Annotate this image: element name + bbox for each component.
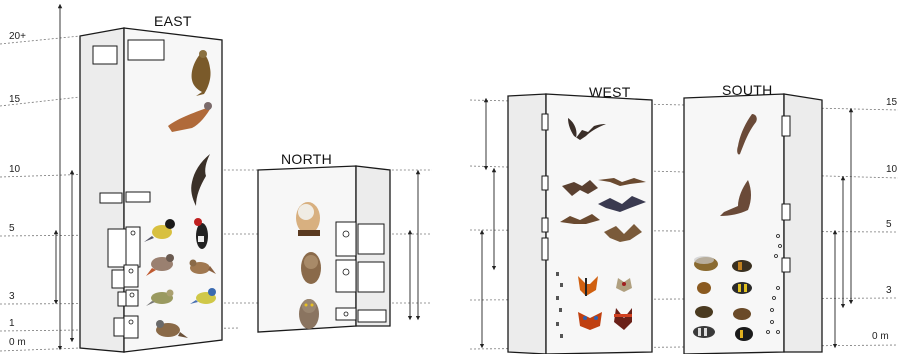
bat-slot <box>542 238 548 260</box>
level-label-15: 15 <box>9 94 20 105</box>
nest-box <box>118 292 126 306</box>
level-line-0 <box>0 348 80 351</box>
nest-box <box>112 270 124 288</box>
level-label-20: 20+ <box>9 31 26 42</box>
level-label-r-3: 3 <box>886 285 892 296</box>
nest-box <box>126 290 138 306</box>
bee-icon <box>733 308 751 320</box>
level-label-10: 10 <box>9 164 20 175</box>
nest-box <box>126 227 140 267</box>
bee-icon <box>697 282 711 294</box>
nest-box <box>114 318 124 336</box>
tower-title-north: NORTH <box>281 151 332 167</box>
tower-title-east: EAST <box>154 13 192 29</box>
tower-title-south: SOUTH <box>722 82 773 98</box>
bat-slot <box>542 176 548 190</box>
bee-icon <box>732 282 752 294</box>
tower-title-west: WEST <box>589 84 631 100</box>
nest-box <box>126 192 150 202</box>
level-label-r-15: 15 <box>886 97 897 108</box>
nest-box <box>124 265 138 287</box>
nest-box <box>128 40 164 60</box>
west-tower-side <box>508 94 546 354</box>
nest-box <box>100 193 122 203</box>
nest-box <box>336 222 356 256</box>
nest-box <box>358 224 384 254</box>
bat-slot <box>782 204 790 220</box>
level-label-r-10: 10 <box>886 164 897 175</box>
east-tower-front <box>80 28 124 352</box>
level-label-0: 0 m <box>9 337 26 348</box>
nest-box <box>358 310 386 322</box>
north-tower <box>258 166 390 332</box>
little-owl-icon <box>299 299 319 329</box>
level-label-r-5: 5 <box>886 219 892 230</box>
bee-icon <box>693 326 715 338</box>
bee-icon <box>732 260 752 272</box>
level-label-r-0: 0 m <box>872 331 889 342</box>
nest-box <box>93 46 117 64</box>
tawny-owl-icon <box>301 252 321 284</box>
nest-box <box>336 260 356 292</box>
level-label-3: 3 <box>9 291 15 302</box>
level-label-1: 1 <box>9 318 15 329</box>
bee-icon <box>735 327 753 341</box>
nest-box <box>336 308 356 320</box>
bat-slot <box>542 218 548 232</box>
bee-icon <box>695 306 713 318</box>
nest-box <box>124 316 138 338</box>
bat-slot <box>542 114 548 130</box>
barn-owl-icon <box>296 202 320 236</box>
level-label-5: 5 <box>9 223 15 234</box>
nest-box <box>358 262 384 292</box>
nest-box <box>108 229 126 267</box>
bat-slot <box>782 116 790 136</box>
bat-slot <box>782 258 790 272</box>
